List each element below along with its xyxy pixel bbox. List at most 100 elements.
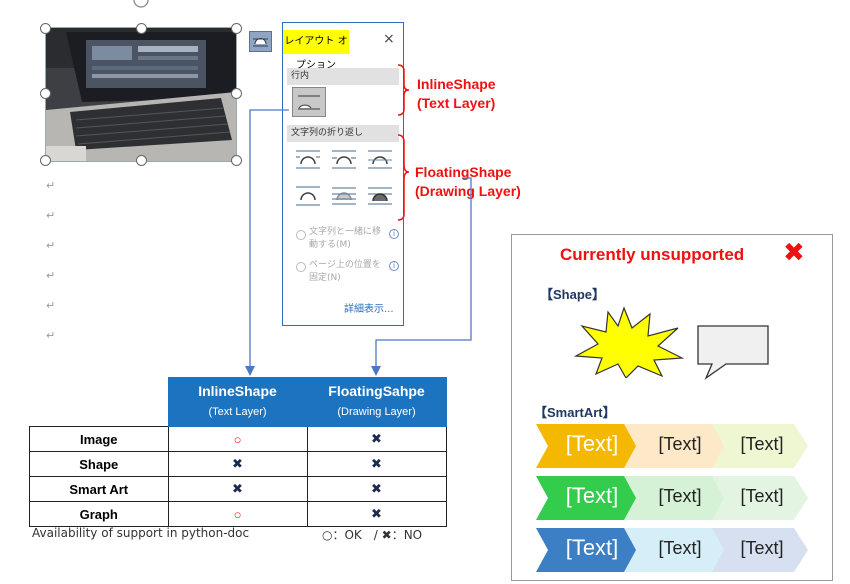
wrap-through-icon [368, 150, 392, 169]
rotate-handle-icon[interactable] [130, 0, 152, 10]
unsupported-box [511, 234, 833, 581]
info-icon[interactable]: i [389, 261, 399, 271]
chevron-text: [Text] [565, 431, 619, 456]
paragraph-mark-icon: ↵ [46, 179, 56, 192]
paragraph-mark-icon: ↵ [46, 239, 56, 252]
resize-handle-top-left[interactable] [40, 23, 51, 34]
chevron-shape [536, 476, 640, 520]
layout-options-button[interactable] [249, 31, 272, 52]
chevron-row [536, 476, 808, 520]
support-cell: ✖ [167, 476, 308, 502]
smartart-header: 【SmartArt】 [534, 405, 616, 420]
chevron-row [536, 424, 808, 468]
floating-bracket [397, 134, 410, 221]
chevron-text: [Text] [740, 538, 784, 558]
panel-title: レイアウト オプション [283, 30, 349, 71]
table-legend: ○：OK / ✖：NO [322, 528, 423, 542]
move-with-text-label: 文字列と一緒に移動する(M) [309, 227, 382, 250]
fix-position-radio[interactable] [296, 262, 306, 272]
chevron-shape [712, 476, 808, 520]
chevron-shape [536, 424, 640, 468]
shape-header: 【Shape】 [540, 287, 606, 302]
resize-handle-bottom-left[interactable] [40, 155, 51, 166]
chevron-shape [712, 528, 808, 572]
support-cell: ○ [167, 426, 308, 452]
fix-position-label: ページ上の位置を固定(N) [309, 260, 381, 283]
wrap-top-bottom-icon [296, 186, 320, 206]
close-icon[interactable]: × [383, 31, 395, 47]
table-row: Smart Art ✖ ✖ [29, 476, 447, 502]
wrap-square-icon [296, 150, 320, 169]
chevron-row [536, 528, 808, 572]
see-more-link[interactable]: 詳細表示... [344, 304, 394, 315]
wrap-square-option[interactable] [295, 148, 321, 172]
chevron-text: [Text] [740, 434, 784, 454]
support-cell: ✖ [306, 501, 447, 527]
chevron-shape [712, 424, 808, 468]
section-inline-header: 行内 [287, 68, 399, 85]
col-header-floating: FloatingSahpe(Drawing Layer) [306, 377, 447, 427]
wrap-in-front-option[interactable] [367, 184, 393, 208]
arrowhead-icon [371, 366, 381, 376]
chevron-text: [Text] [658, 434, 702, 454]
resize-handle-top[interactable] [136, 23, 147, 34]
paragraph-mark-icon: ↵ [46, 209, 56, 222]
wrap-top-bottom-option[interactable] [295, 184, 321, 208]
row-label: Shape [29, 451, 169, 477]
wrap-behind-text-option[interactable] [331, 184, 357, 208]
smartart-chevrons [536, 424, 808, 572]
laptop-photo [46, 28, 236, 161]
wrap-tight-icon [332, 150, 356, 169]
resize-handle-top-right[interactable] [231, 23, 242, 34]
unsupported-title: Currently unsupported [560, 245, 745, 264]
info-icon[interactable]: i [389, 229, 399, 239]
paragraph-mark-icon: ↵ [46, 299, 56, 312]
layout-options-icon [253, 38, 268, 47]
chevron-shape [624, 476, 728, 520]
callout-shape [697, 325, 769, 380]
chevron-text: [Text] [565, 483, 619, 508]
table-row: Image ○ ✖ [29, 426, 447, 452]
row-label: Smart Art [29, 476, 169, 502]
table-row: Graph ○ ✖ [29, 501, 447, 527]
resize-handle-right[interactable] [231, 88, 242, 99]
inline-wrap-icon [298, 95, 320, 110]
support-cell: ✖ [306, 476, 447, 502]
col-header-inline: InlineShape(Text Layer) [167, 377, 308, 427]
inline-bracket [397, 64, 410, 116]
inline-with-text-option[interactable] [292, 87, 326, 117]
arrowhead-icon [245, 366, 255, 376]
wrap-through-option[interactable] [367, 148, 393, 172]
chevron-text: [Text] [658, 538, 702, 558]
support-cell: ✖ [167, 451, 308, 477]
explosion-shape [574, 306, 684, 378]
resize-handle-bottom-right[interactable] [231, 155, 242, 166]
row-label: Image [29, 426, 169, 452]
cross-icon: ✖ [783, 238, 805, 268]
table-row: Shape ✖ ✖ [29, 451, 447, 477]
wrap-tight-option[interactable] [331, 148, 357, 172]
chevron-shape [624, 528, 728, 572]
wrap-in-front-icon [368, 187, 392, 205]
chevron-text: [Text] [740, 486, 784, 506]
selected-image[interactable] [45, 27, 237, 162]
section-wrap-header: 文字列の折り返し [287, 125, 399, 142]
support-cell: ✖ [306, 451, 447, 477]
row-label: Graph [29, 501, 169, 527]
inline-shape-label: InlineShape(Text Layer) [417, 76, 496, 111]
paragraph-mark-icon: ↵ [46, 329, 56, 342]
chevron-text: [Text] [658, 486, 702, 506]
move-with-text-radio[interactable] [296, 230, 306, 240]
support-table: InlineShape(Text Layer) FloatingSahpe(Dr… [29, 377, 447, 527]
resize-handle-left[interactable] [40, 88, 51, 99]
floating-shape-label: FloatingShape(Drawing Layer) [415, 164, 521, 199]
support-cell: ✖ [306, 426, 447, 452]
resize-handle-bottom[interactable] [136, 155, 147, 166]
chevron-shape [536, 528, 640, 572]
paragraph-mark-icon: ↵ [46, 269, 56, 282]
chevron-shape [624, 424, 728, 468]
floating-connector [375, 177, 472, 366]
support-cell: ○ [167, 501, 308, 527]
table-caption: Availability of support in python-doc [32, 526, 250, 540]
